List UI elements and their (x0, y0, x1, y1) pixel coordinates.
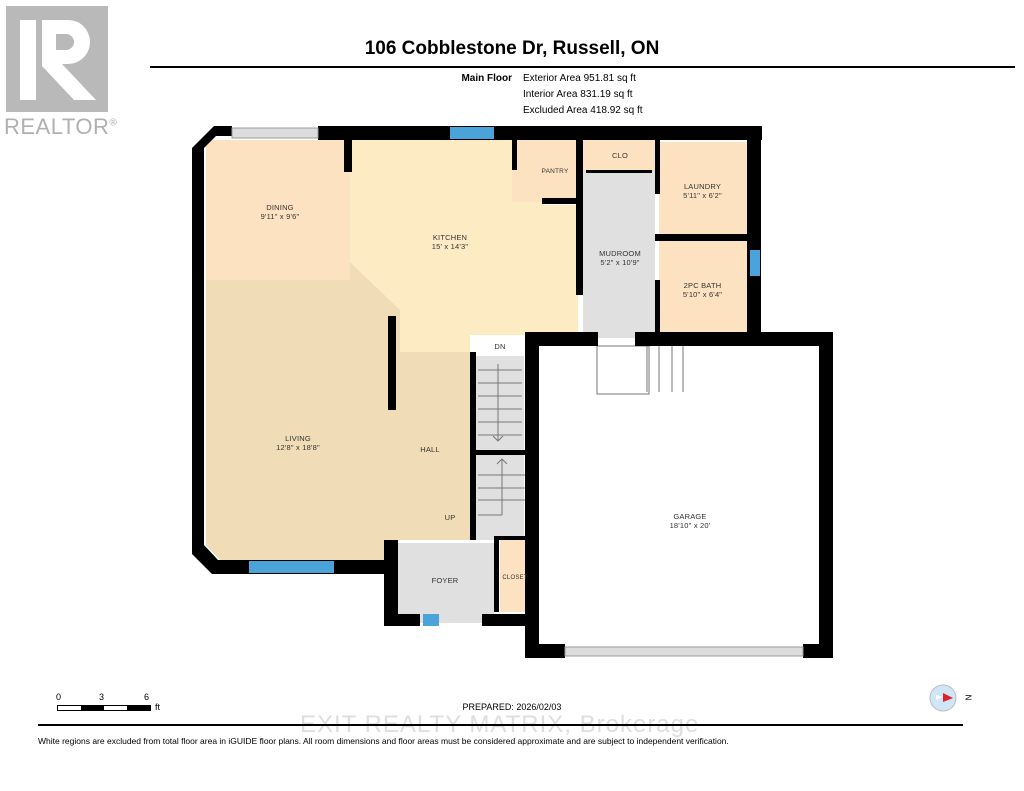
room-hall: HALL (420, 445, 440, 454)
floor-plan (192, 126, 833, 658)
page-title: 106 Cobblestone Dr, Russell, ON (364, 38, 660, 59)
disclaimer-text: White regions are excluded from total fl… (38, 736, 729, 746)
living-fill (206, 262, 470, 560)
realtor-logo (6, 6, 108, 112)
stairs-up-label: UP (444, 513, 456, 522)
clo-fill (583, 140, 655, 170)
laundry-fill (659, 142, 747, 236)
mudroom-fill (583, 170, 655, 338)
dining-fill (206, 140, 350, 280)
exterior-area: Exterior Area 951.81 sq ft (523, 73, 636, 84)
scale-bar (57, 705, 151, 711)
scale-tick-6: 6 (144, 692, 150, 702)
excluded-area: Excluded Area 418.92 sq ft (523, 105, 643, 116)
title-divider (150, 66, 1015, 68)
room-pantry: PANTRY (541, 168, 569, 175)
stairs-down-label: DN (494, 342, 506, 351)
compass-north-label: N (963, 694, 973, 701)
floor-label: Main Floor (461, 73, 512, 84)
stairs-fill (476, 356, 524, 540)
bath-fill (659, 240, 747, 334)
scale-tick-0: 0 (56, 692, 62, 702)
foyer-fill (398, 543, 494, 623)
pantry-fill (512, 140, 578, 202)
scale-unit: ft (155, 702, 161, 712)
room-clo: CLO (611, 151, 629, 160)
compass-icon (929, 684, 957, 712)
realtor-r-icon (20, 20, 96, 100)
footer-divider (38, 724, 963, 726)
scale-tick-3: 3 (99, 692, 105, 702)
room-foyer: FOYER (431, 576, 459, 585)
realtor-wordmark: REALTOR® (4, 114, 118, 139)
room-closet: CLOSET (502, 575, 528, 581)
interior-area: Interior Area 831.19 sq ft (523, 89, 633, 100)
prepared-date: PREPARED: 2026/02/03 (462, 702, 562, 712)
